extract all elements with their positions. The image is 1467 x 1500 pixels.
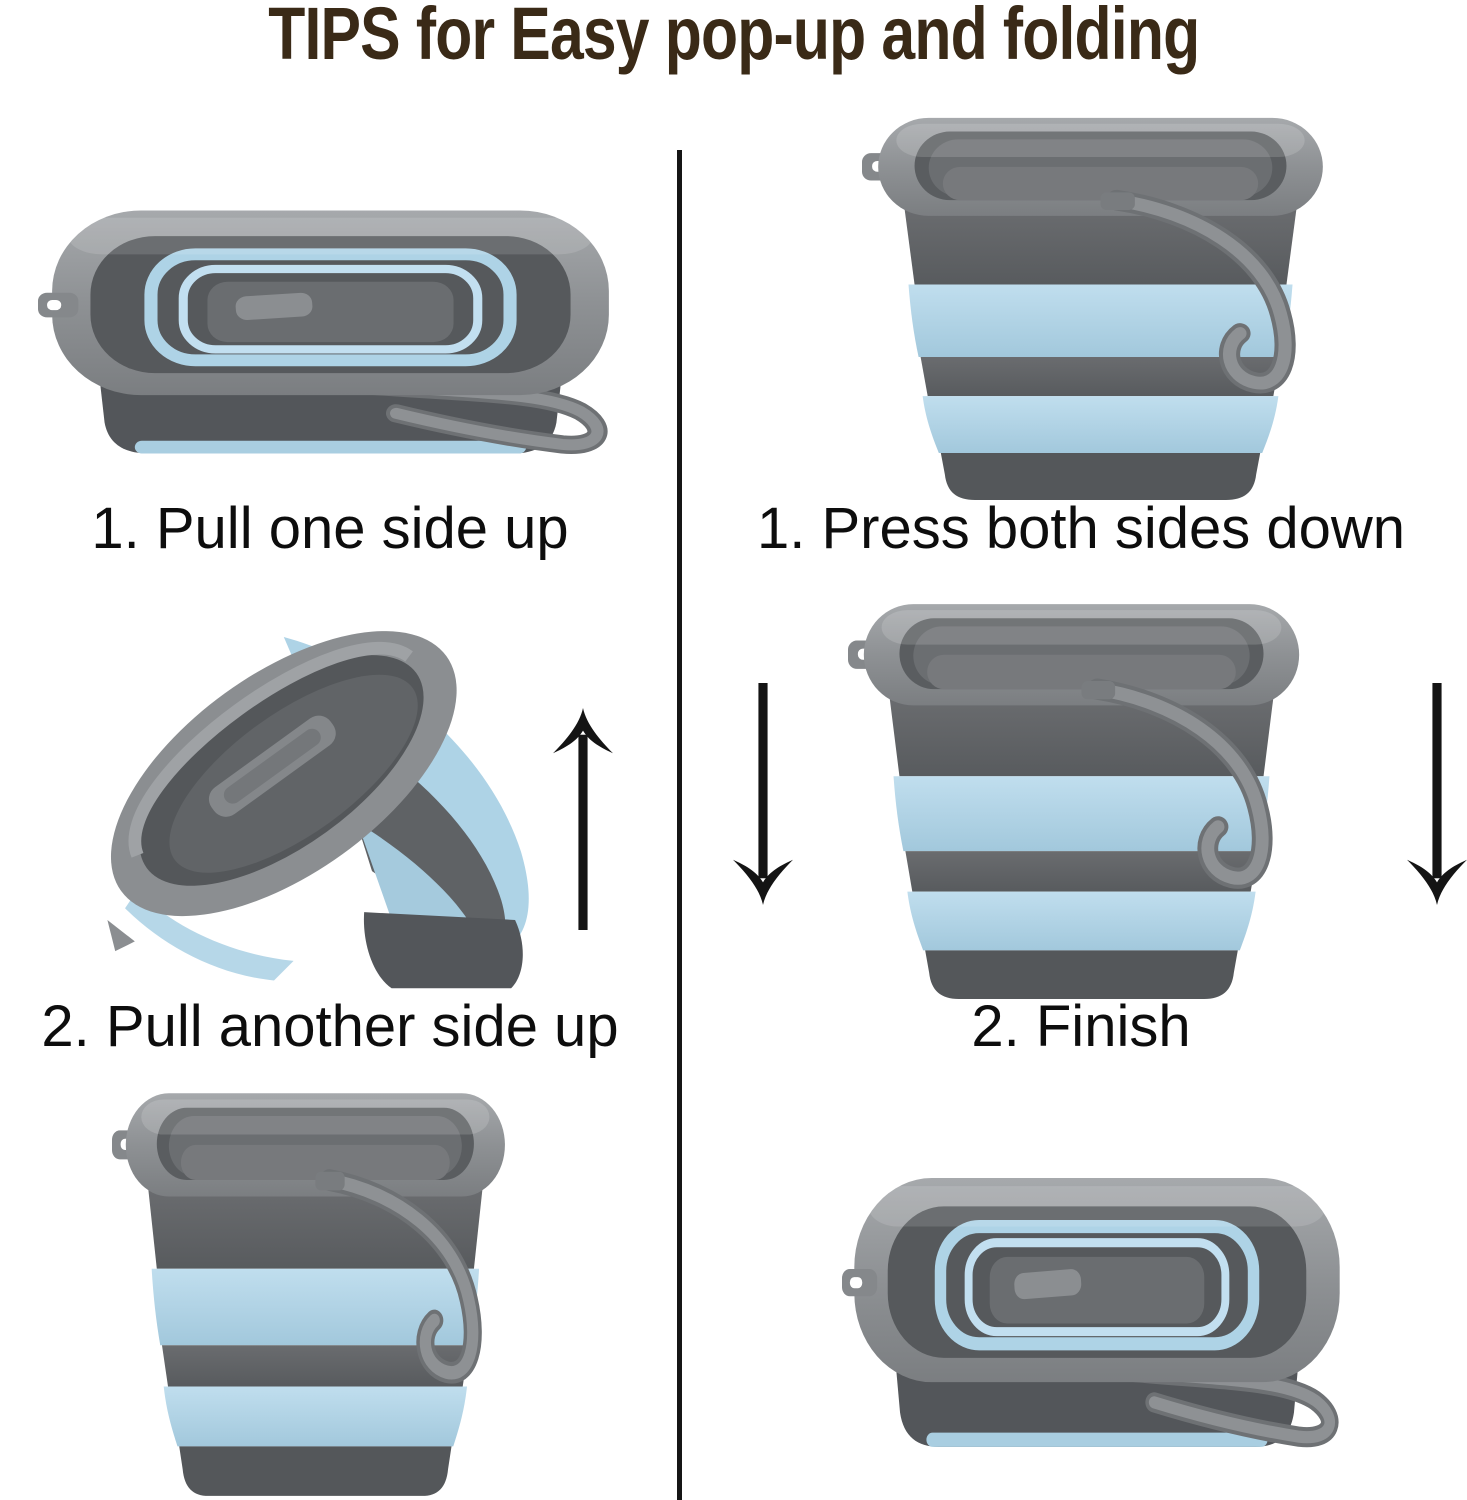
up-arrow-icon (552, 708, 614, 930)
column-divider (677, 150, 682, 1500)
page-title-row: TIPS for Easy pop-up and folding (0, 0, 1467, 101)
left-step2-caption: 2. Pull another side up (41, 994, 619, 1059)
down-arrow-icon (732, 683, 794, 905)
photo-folded-bucket-start (38, 205, 623, 470)
photo-expanded-bucket-start (862, 110, 1337, 502)
photo-half-unfolded-bucket (78, 598, 568, 998)
photo-expanded-bucket-result (112, 1085, 517, 1498)
right-step1-caption: 1. Press both sides down (756, 496, 1406, 561)
left-step1-caption: 1. Pull one side up (91, 496, 569, 561)
photo-folded-bucket-result (842, 1172, 1352, 1465)
right-step2-caption: 2. Finish (971, 994, 1191, 1059)
page-title: TIPS for Easy pop-up and folding (267, 0, 1200, 75)
photo-bucket-being-pressed (848, 596, 1313, 1001)
down-arrow-icon (1406, 683, 1467, 905)
